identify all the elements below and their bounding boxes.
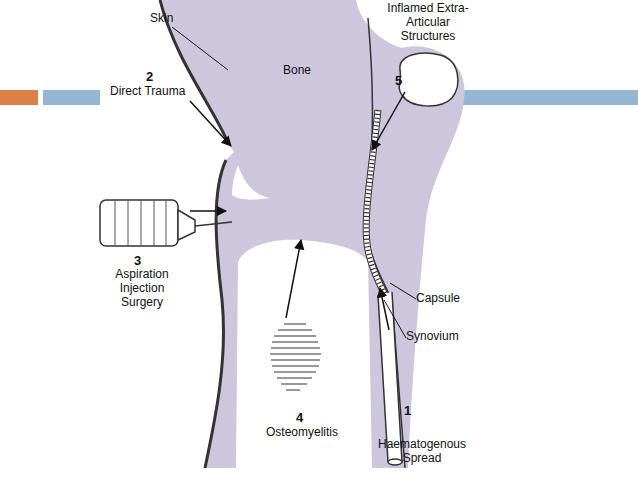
route-arrow (190, 210, 226, 212)
syringe (100, 200, 232, 246)
route-label: Direct Trauma (110, 85, 202, 99)
route-label: Osteomyelitis (266, 426, 356, 440)
callout-number: 1 (404, 404, 418, 419)
joint-tissue (160, 0, 465, 468)
route-arrow (190, 101, 231, 146)
part-label: Synovium (406, 330, 470, 344)
part-label: Inflamed Extra-Articular Structures (380, 2, 476, 43)
inflamed-structure (399, 53, 458, 106)
route-arrow (286, 240, 301, 318)
leader-line (172, 27, 228, 70)
callout-number: 2 (146, 70, 160, 85)
skin-line (205, 160, 226, 468)
part-label: Skin (150, 12, 190, 26)
callout-number: 5 (395, 74, 409, 89)
osteomyelitis-hatch (270, 324, 321, 390)
vessel-end (388, 459, 402, 465)
route-arrow (380, 288, 389, 330)
route-label: Haematogenous Spread (372, 438, 472, 466)
callout-number: 4 (296, 411, 310, 426)
bone-corner (232, 165, 270, 200)
leader-line (384, 300, 406, 338)
blood-vessel (378, 292, 402, 462)
synovium-strip (366, 110, 385, 295)
orange-bar (0, 90, 38, 105)
blood-vessel (378, 292, 402, 462)
synovium-strip (366, 110, 385, 295)
part-label: Bone (283, 64, 323, 78)
route-label: Aspiration Injection Surgery (104, 268, 180, 309)
synovium-strip (366, 110, 385, 295)
leader-line (390, 283, 416, 299)
lower-bone (236, 240, 372, 468)
part-label: Capsule (416, 292, 476, 306)
route-arrow (372, 92, 405, 150)
callout-number: 3 (134, 254, 148, 269)
